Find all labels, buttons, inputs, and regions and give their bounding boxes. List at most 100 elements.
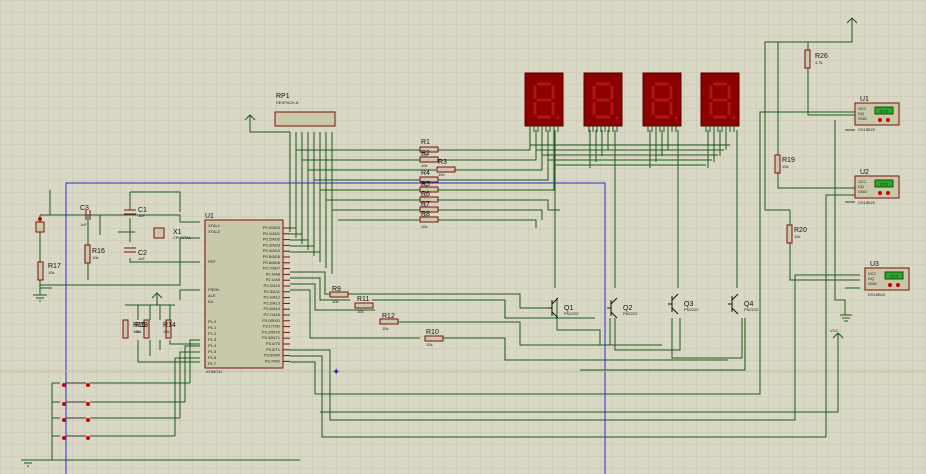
resistor-ref: R16 <box>92 248 105 255</box>
resistor-ref: R26 <box>815 53 828 60</box>
mcu-pin-right-label: P2.6/A14 <box>264 306 281 311</box>
sensor-ref: U2 <box>860 169 869 176</box>
resistor-body <box>379 318 399 325</box>
microcontroller[interactable]: U1 AT89C51 XTAL1XTAL2RSTPSENALEEAP1.0P1.… <box>204 213 290 374</box>
vcc-arrow-bottom <box>832 332 844 340</box>
sensor-pin-label: GND <box>868 281 877 286</box>
resistor-r2[interactable]: R2 10k <box>419 150 439 168</box>
push-button-1-contact-left <box>62 383 66 387</box>
capacitor-c2[interactable]: C2 1uF <box>124 247 147 261</box>
mcu-pin-left-label: P1.1 <box>208 325 217 330</box>
seven-segment-display[interactable] <box>583 72 623 132</box>
seven-segment-display[interactable] <box>524 72 564 132</box>
resistor-ref: R5 <box>421 181 430 188</box>
transistor-part: PN2222 <box>744 307 759 312</box>
push-button-2[interactable] <box>62 401 90 406</box>
mcu-pin-left-label: XTAL1 <box>208 223 221 228</box>
resistor-value: 10k <box>382 326 388 331</box>
resistor-ref: R8 <box>421 211 430 218</box>
resistor-ref: R11 <box>357 296 369 303</box>
sensor-reading: 27.0 <box>880 109 889 114</box>
mcu-pin-right-label: P0.3/AD3 <box>263 242 281 247</box>
sensor-button-down[interactable] <box>878 118 882 122</box>
capacitor-c1-ref: C1 <box>138 207 147 214</box>
mcu-pin-right-label: P2.0/A8 <box>266 271 281 276</box>
reset-button[interactable] <box>35 217 45 233</box>
resistor-value: 10k <box>421 163 427 168</box>
resistor-ref: R17 <box>48 263 61 270</box>
push-button-4[interactable] <box>62 435 90 440</box>
mcu-pin-right-label: P3.1/TXD <box>263 324 280 329</box>
resistor-value: 10k <box>782 164 788 169</box>
resistor-pack-body <box>274 111 336 127</box>
sensor-button-up[interactable] <box>886 118 890 122</box>
seven-segment-display[interactable] <box>642 72 682 132</box>
microcontroller-body <box>204 219 284 369</box>
resistor-pack[interactable]: RP1 RESPACK-8 <box>274 93 336 127</box>
sensor-button-down[interactable] <box>878 191 882 195</box>
resistor-ref: R14 <box>163 322 176 329</box>
sensor-button-up[interactable] <box>886 191 890 195</box>
push-button-1[interactable] <box>62 382 90 387</box>
seven-segment-display[interactable] <box>700 72 740 132</box>
push-button-4-contact-left <box>62 436 66 440</box>
capacitor-c3[interactable]: C3 1uF <box>80 205 91 227</box>
mcu-pin-left-label: P1.5 <box>208 349 217 354</box>
transistor-symbol <box>607 297 618 319</box>
resistor-ref: R2 <box>421 150 430 157</box>
push-button-3[interactable] <box>62 417 90 422</box>
push-buttons[interactable] <box>62 382 90 440</box>
crystal[interactable]: X1 CRYSTAL <box>153 227 192 240</box>
ground-right <box>840 314 852 322</box>
display-segments <box>709 82 731 119</box>
mcu-pin-left-label: P1.3 <box>208 337 217 342</box>
vcc-arrow-left <box>151 292 163 300</box>
resistor-body <box>774 154 781 174</box>
ground-left <box>33 288 47 302</box>
resistor-value: 10k <box>426 342 432 347</box>
mcu-pin-right-label: P3.4/T0 <box>266 341 281 346</box>
sensor-button-up[interactable] <box>896 283 900 287</box>
resistor-value: 10k <box>48 270 54 275</box>
resistor-pack-ref: RP1 <box>276 93 290 100</box>
sensor-pin-label: VCC <box>858 106 867 111</box>
resistor-body <box>804 49 811 69</box>
capacitor-c3-ref: C3 <box>80 205 89 212</box>
resistor-body <box>419 146 439 153</box>
resistor-ref: R3 <box>438 159 447 166</box>
mcu-pin-right-label: P0.5/AD5 <box>263 254 281 259</box>
reset-button-contact <box>38 217 42 221</box>
capacitor-c1[interactable]: C1 1uF <box>124 207 147 218</box>
wires <box>28 25 860 461</box>
transistor-symbol <box>668 293 679 315</box>
sensor-button-down[interactable] <box>888 283 892 287</box>
mcu-pin-right-label: P3.6/WR <box>264 353 280 358</box>
push-button-3-contact-right <box>86 418 90 422</box>
mcu-pin-right-label: P0.7/AD7 <box>263 266 281 271</box>
sensor-lcd <box>874 106 894 115</box>
